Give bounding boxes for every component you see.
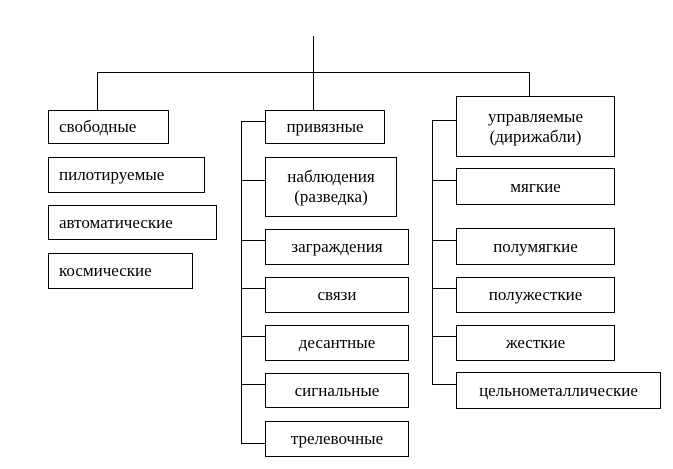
- controlled-connector: [529, 72, 530, 96]
- node-semi-soft: полумягкие: [456, 228, 615, 265]
- node-skidding: трелевочные: [265, 421, 409, 457]
- node-free: свободные: [48, 110, 169, 144]
- tethered-branch: [241, 180, 265, 181]
- tethered-connector: [313, 72, 314, 110]
- node-controlled: управляемые (дирижабли): [456, 96, 615, 157]
- node-signal: сигнальные: [265, 373, 409, 408]
- tethered-branch: [241, 240, 265, 241]
- node-rigid: жесткие: [456, 325, 615, 361]
- node-space: космические: [48, 253, 193, 289]
- node-all-metal: цельнометаллические: [456, 372, 661, 409]
- node-automatic: автоматические: [48, 205, 217, 240]
- tethered-branch: [241, 384, 265, 385]
- controlled-bracket: [432, 120, 433, 385]
- node-soft: мягкие: [456, 168, 615, 205]
- node-controlled-line2: (дирижабли): [489, 126, 582, 146]
- controlled-branch: [432, 336, 456, 337]
- tethered-bracket: [241, 121, 242, 444]
- controlled-branch: [432, 240, 456, 241]
- tethered-branch: [241, 443, 265, 444]
- node-piloted: пилотируемые: [48, 157, 205, 193]
- node-communication: связи: [265, 277, 409, 313]
- node-tethered: привязные: [265, 110, 385, 144]
- root-connector: [313, 36, 314, 72]
- tethered-branch: [241, 121, 265, 122]
- node-controlled-line1: управляемые: [487, 106, 584, 126]
- controlled-branch: [432, 120, 456, 121]
- node-observation-line1: наблюдения: [287, 167, 375, 186]
- node-landing: десантные: [265, 325, 409, 361]
- controlled-branch: [432, 384, 456, 385]
- controlled-branch: [432, 288, 456, 289]
- tethered-branch: [241, 288, 265, 289]
- controlled-branch: [432, 180, 456, 181]
- node-observation: наблюдения (разведка): [265, 157, 397, 217]
- node-barrage: заграждения: [265, 229, 409, 265]
- node-observation-line2: (разведка): [294, 187, 368, 206]
- node-semi-rigid: полужесткие: [456, 277, 615, 313]
- free-connector: [97, 72, 98, 110]
- tethered-branch: [241, 336, 265, 337]
